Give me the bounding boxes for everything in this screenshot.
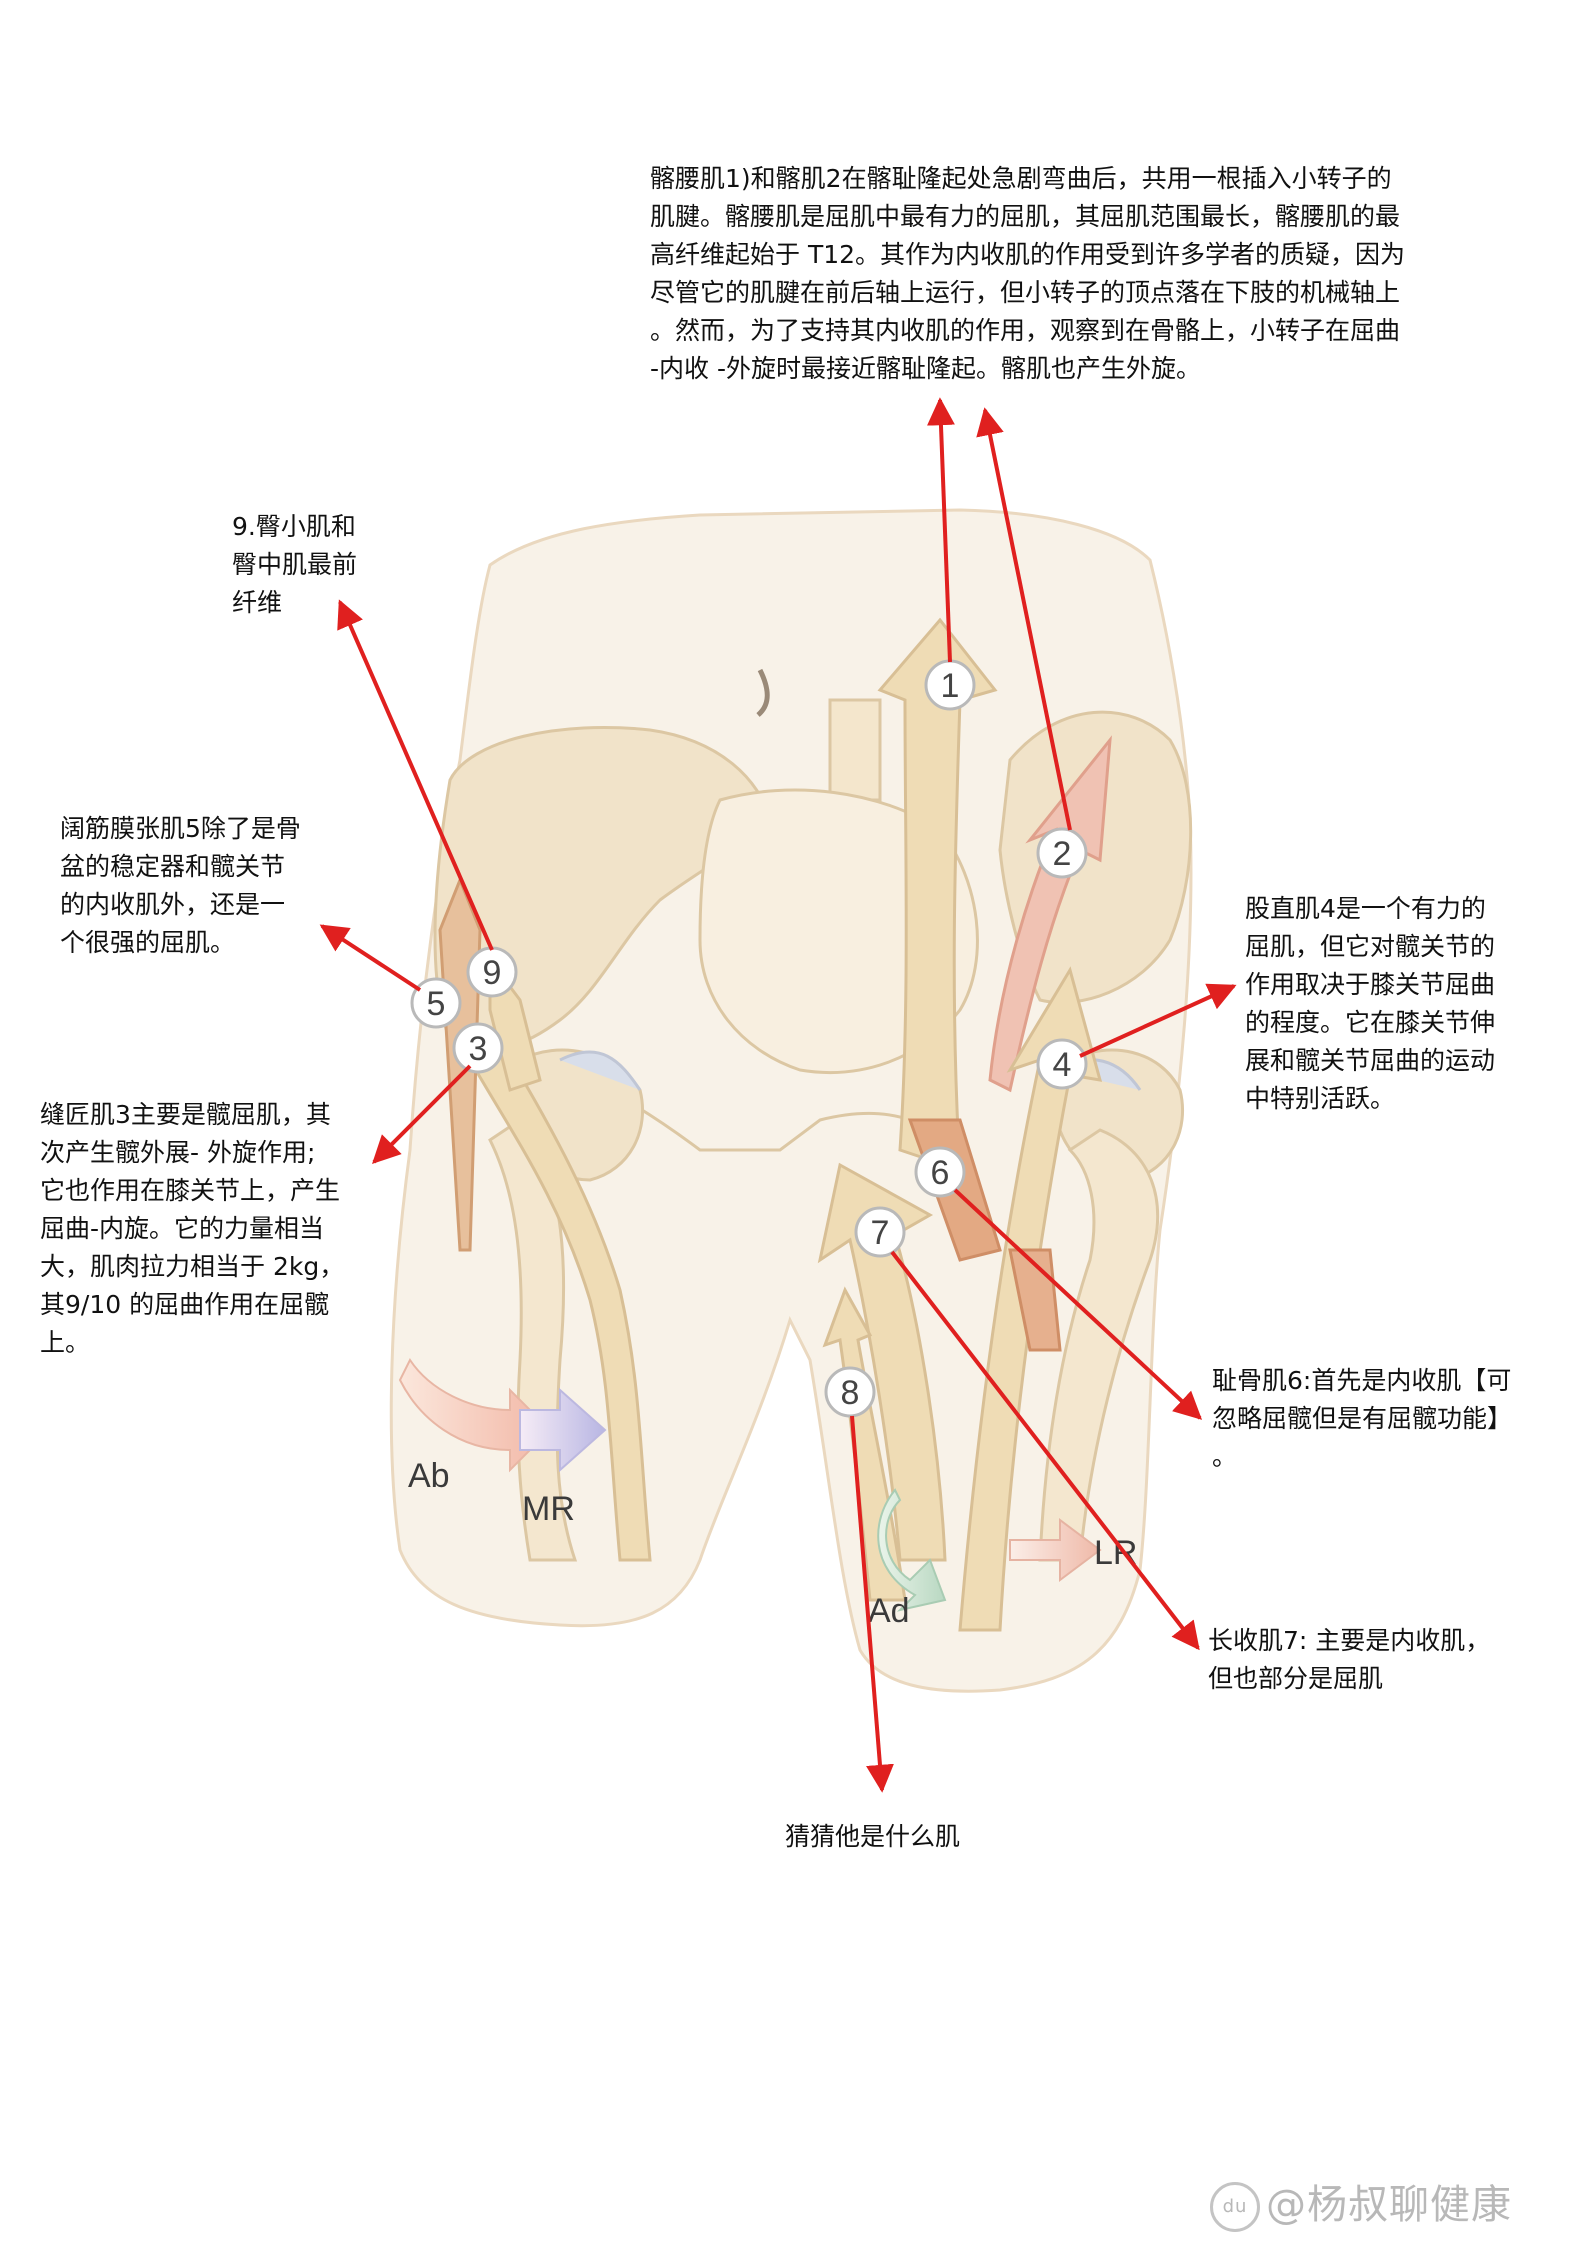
marker-9: 9 bbox=[483, 954, 502, 992]
annotation-arrows bbox=[319, 397, 1237, 1793]
marker-circle-8 bbox=[824, 1366, 876, 1418]
du-logo-icon: du bbox=[1210, 2182, 1260, 2232]
note-iliopsoas-iliacus: 髂腰肌1)和髂肌2在髂耻隆起处急剧弯曲后，共用一根插入小转子的 肌腱。髂腰肌是屈… bbox=[650, 164, 1406, 383]
marker-1: 1 bbox=[941, 667, 960, 705]
note-adductor-longus: 长收肌7: 主要是内收肌， 但也部分是屈肌 bbox=[1208, 1626, 1491, 1693]
arrow-3-to-note bbox=[372, 1064, 472, 1164]
note-rectus-femoris: 股直肌4是一个有力的 屈肌，但它对髋关节的 作用取决于膝关节屈曲 的程度。它在膝… bbox=[1245, 894, 1496, 1113]
iliopsoas-muscle bbox=[877, 617, 998, 1173]
marker-7: 7 bbox=[871, 1214, 890, 1252]
abduction-arrow-icon bbox=[398, 1358, 552, 1473]
motion-label-ad: Ad bbox=[868, 1592, 910, 1630]
marker-8: 8 bbox=[841, 1374, 860, 1412]
adduction-arrow-icon bbox=[877, 1488, 947, 1612]
note-pectineus: 耻骨肌6:首先是内收肌【可 忽略屈髋但是有屈髋功能】 。 bbox=[1212, 1366, 1513, 1471]
marker-circle-2 bbox=[1036, 827, 1088, 879]
iliacus-muscle bbox=[988, 735, 1112, 1093]
motion-label-ab: Ab bbox=[408, 1457, 450, 1495]
arrow-9-to-note bbox=[337, 599, 494, 951]
marker-circle-4 bbox=[1036, 1038, 1088, 1090]
note-tensor-fasciae-latae: 阔筋膜张肌5除了是骨 盆的稳定器和髋关节 的内收肌外，还是一 个很强的屈肌。 bbox=[60, 814, 301, 957]
arrow-1-to-top-note bbox=[926, 397, 955, 663]
marker-circle-3 bbox=[452, 1022, 504, 1074]
motion-label-mr: MR bbox=[522, 1490, 575, 1528]
lateral-rotation-arrow-icon bbox=[1009, 1518, 1102, 1582]
arrow-6-to-note bbox=[953, 1188, 1203, 1420]
watermark-text: @杨叔聊健康 bbox=[1266, 2182, 1512, 2228]
arrow-2-to-top-note bbox=[976, 407, 1072, 831]
sartorius-muscle bbox=[468, 1037, 652, 1562]
marker-6: 6 bbox=[931, 1154, 950, 1192]
marker-4: 4 bbox=[1053, 1046, 1072, 1084]
medial-rotation-arrow-icon bbox=[519, 1387, 607, 1473]
arrow-5-to-note bbox=[319, 924, 422, 992]
marker-3: 3 bbox=[469, 1030, 488, 1068]
adductor-longus-muscle bbox=[817, 1162, 947, 1562]
marker-2: 2 bbox=[1053, 835, 1072, 873]
marker-circle-7 bbox=[854, 1206, 906, 1258]
navel-icon bbox=[756, 668, 770, 717]
note-sartorius: 缝匠肌3主要是髋屈肌，其 次产生髋外展- 外旋作用; 它也作用在膝关节上，产生 … bbox=[40, 1100, 345, 1357]
note-guess-muscle: 猜猜他是什么肌 bbox=[785, 1822, 961, 1851]
marker-circle-5 bbox=[410, 977, 462, 1029]
watermark: du@杨叔聊健康 bbox=[1210, 2172, 1512, 2232]
motion-arrows bbox=[398, 1358, 1102, 1612]
arrow-7-to-note bbox=[890, 1250, 1200, 1651]
marker-circle-6 bbox=[914, 1146, 966, 1198]
arrow-8-to-note bbox=[850, 1415, 894, 1793]
marker-5: 5 bbox=[427, 985, 446, 1023]
arrow-4-to-note bbox=[1079, 983, 1237, 1058]
note-gluteus: 9.臀小肌和 臀中肌最前 纤维 bbox=[232, 512, 358, 617]
marker-group bbox=[410, 659, 1088, 1418]
